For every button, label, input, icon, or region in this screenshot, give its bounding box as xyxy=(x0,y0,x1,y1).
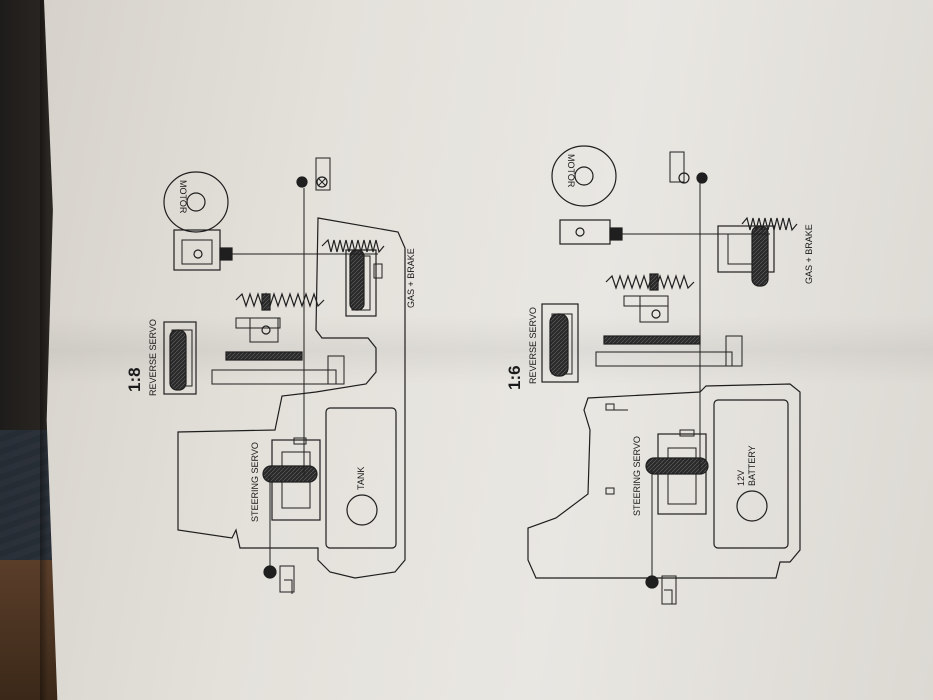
battery-label-line-1: 12V xyxy=(736,470,746,486)
motor-label-1-8: MOTOR xyxy=(178,180,188,214)
battery xyxy=(713,399,789,549)
paper-shadow xyxy=(40,0,48,700)
diagram-1-8 xyxy=(163,157,406,594)
battery-label-line-2: BATTERY xyxy=(747,445,757,486)
reverse-servo-1-6 xyxy=(541,303,579,383)
motor-1-8 xyxy=(163,171,229,233)
steering-servo-label-1-8: STEERING SERVO xyxy=(250,442,260,522)
gear-rack-1-6 xyxy=(603,335,701,345)
throttle-servo-1-6 xyxy=(717,225,775,273)
scale-label-1-6: 1:6 xyxy=(505,365,524,390)
tank-label: TANK xyxy=(356,467,366,490)
tank xyxy=(325,407,397,549)
spring-1-8 xyxy=(235,292,325,308)
diagram-1-6 xyxy=(527,145,801,605)
gas-brake-label-1-8: GAS + BRAKE xyxy=(406,248,416,308)
motor-1-6 xyxy=(551,145,617,207)
chassis-outline-1-8 xyxy=(177,217,406,579)
steering-servo-label-1-6: STEERING SERVO xyxy=(632,436,642,516)
motor-label-1-6: MOTOR xyxy=(566,154,576,188)
gas-brake-label-1-6: GAS + BRAKE xyxy=(804,224,814,284)
reverse-servo-label-1-6: REVERSE SERVO xyxy=(528,307,538,384)
battery-cap xyxy=(736,490,768,522)
gear-rack-1-8 xyxy=(225,351,303,361)
chassis-outline-1-6 xyxy=(527,383,801,579)
reverse-servo-label-1-8: REVERSE SERVO xyxy=(148,319,158,396)
reverse-servo-1-8 xyxy=(163,321,197,395)
tank-cap xyxy=(346,494,378,526)
battery-label: 12V BATTERY xyxy=(736,445,757,486)
scale-label-1-8: 1:8 xyxy=(125,367,144,392)
